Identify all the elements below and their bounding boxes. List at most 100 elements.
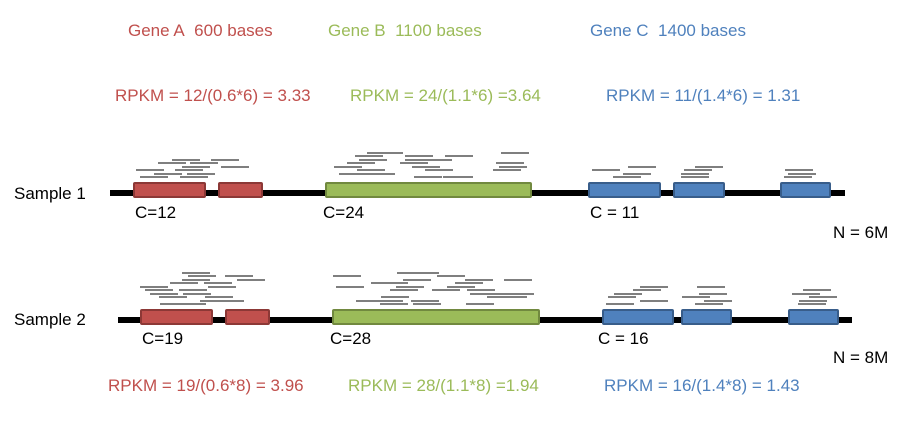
sequence-read bbox=[413, 303, 442, 305]
sequence-read bbox=[791, 293, 820, 295]
sequence-read bbox=[149, 293, 178, 295]
sequence-read bbox=[681, 296, 710, 298]
sequence-read bbox=[390, 289, 419, 291]
sequence-read bbox=[204, 296, 233, 298]
sequence-read bbox=[216, 300, 245, 302]
sequence-read bbox=[380, 282, 408, 284]
sequence-read bbox=[591, 169, 620, 171]
sequence-read bbox=[798, 303, 827, 305]
sample-1-label: Sample 1 bbox=[14, 184, 86, 203]
sequence-read bbox=[355, 300, 384, 302]
gene-a-title: Gene A 600 bases bbox=[128, 21, 273, 40]
sequence-read bbox=[183, 293, 212, 295]
sequence-read bbox=[366, 152, 395, 154]
sequence-read bbox=[338, 173, 367, 175]
sequence-read bbox=[190, 162, 219, 164]
sequence-read bbox=[396, 272, 425, 274]
sequence-read bbox=[431, 289, 460, 291]
sequence-read bbox=[140, 286, 169, 288]
count-s2-gene-a: C=19 bbox=[142, 329, 184, 348]
sequence-read bbox=[613, 293, 642, 295]
gene-b-exon bbox=[332, 309, 540, 325]
sequence-read bbox=[607, 296, 636, 298]
rpkm-s1-gene-b: RPKM = 24/(1.1*6) =3.64 bbox=[350, 86, 541, 105]
sequence-read bbox=[788, 173, 817, 175]
sequence-read bbox=[680, 173, 709, 175]
sequence-read bbox=[171, 159, 200, 161]
gene-c-exon bbox=[673, 182, 725, 198]
sequence-read bbox=[627, 166, 656, 168]
sequence-read bbox=[333, 166, 362, 168]
sequence-read bbox=[333, 275, 362, 277]
sequence-read bbox=[374, 300, 403, 302]
gene-c-exon bbox=[602, 309, 674, 325]
sequence-read bbox=[425, 169, 454, 171]
sequence-read bbox=[640, 300, 669, 302]
sequence-read bbox=[144, 289, 173, 291]
sequence-read bbox=[237, 279, 266, 281]
gene-c-exon bbox=[588, 182, 661, 198]
sequence-read bbox=[498, 166, 527, 168]
sequence-read bbox=[622, 173, 651, 175]
sequence-read bbox=[785, 169, 814, 171]
sequence-read bbox=[694, 303, 723, 305]
sequence-read bbox=[447, 286, 476, 288]
sequence-read bbox=[221, 166, 250, 168]
sequence-read bbox=[612, 176, 641, 178]
sequence-read bbox=[380, 296, 409, 298]
rpkm-s2-gene-a: RPKM = 19/(0.6*8) = 3.96 bbox=[108, 376, 304, 395]
count-s1-gene-a: C=12 bbox=[135, 203, 177, 222]
count-s2-gene-c: C = 16 bbox=[598, 329, 649, 348]
sequence-read bbox=[356, 169, 385, 171]
count-s1-gene-b: C=24 bbox=[323, 203, 365, 222]
sample-1-total-reads: N = 6M bbox=[833, 223, 889, 242]
sequence-read bbox=[224, 275, 253, 277]
sequence-read bbox=[204, 282, 233, 284]
sequence-read bbox=[181, 166, 210, 168]
gene-a-exon bbox=[133, 182, 206, 198]
sequence-read bbox=[402, 279, 431, 281]
gene-a-exon bbox=[218, 182, 263, 198]
sequence-read bbox=[346, 162, 375, 164]
sequence-read bbox=[445, 155, 474, 157]
sequence-read bbox=[695, 166, 724, 168]
gene-a-exon bbox=[225, 309, 270, 325]
sequence-read bbox=[179, 176, 208, 178]
sequence-read bbox=[181, 279, 210, 281]
sequence-read bbox=[160, 303, 189, 305]
sequence-read bbox=[498, 296, 527, 298]
sequence-read bbox=[699, 293, 728, 295]
count-s2-gene-b: C=28 bbox=[330, 329, 372, 348]
sequence-read bbox=[181, 272, 210, 274]
sequence-read bbox=[493, 169, 522, 171]
rpkm-s1-gene-a: RPKM = 12/(0.6*6) = 3.33 bbox=[115, 86, 311, 105]
sequence-read bbox=[412, 166, 441, 168]
sequence-read bbox=[169, 282, 198, 284]
gene-c-exon bbox=[780, 182, 831, 198]
sequence-read bbox=[336, 286, 365, 288]
count-s1-gene-c: C = 11 bbox=[590, 203, 640, 222]
sequence-read bbox=[414, 176, 443, 178]
sequence-read bbox=[469, 293, 498, 295]
sequence-read bbox=[153, 173, 182, 175]
sequence-read bbox=[445, 176, 474, 178]
sequence-read bbox=[423, 159, 452, 161]
sequence-read bbox=[177, 303, 206, 305]
sequence-read bbox=[411, 300, 440, 302]
sequence-read bbox=[207, 286, 236, 288]
sequence-read bbox=[358, 159, 387, 161]
sequence-read bbox=[174, 169, 203, 171]
gene-c-title: Gene C 1400 bases bbox=[590, 21, 746, 40]
sequence-read bbox=[605, 303, 634, 305]
sequence-read bbox=[179, 289, 208, 291]
sequence-read bbox=[437, 275, 466, 277]
sequence-read bbox=[353, 173, 382, 175]
sequence-read bbox=[411, 272, 440, 274]
sequence-read bbox=[455, 282, 484, 284]
rpkm-s2-gene-c: RPKM = 16/(1.4*8) = 1.43 bbox=[604, 376, 800, 395]
gene-b-exon bbox=[325, 182, 532, 198]
sequence-read bbox=[798, 300, 827, 302]
sequence-read bbox=[486, 293, 515, 295]
rpkm-s2-gene-b: RPKM = 28/(1.1*8) =1.94 bbox=[348, 376, 539, 395]
